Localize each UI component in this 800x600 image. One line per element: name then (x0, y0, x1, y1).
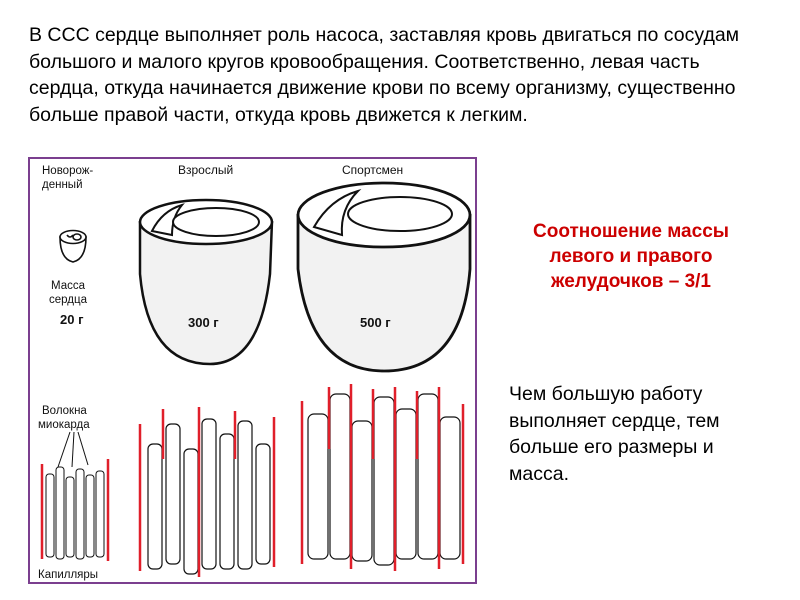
label-adult: Взрослый (178, 163, 233, 177)
label-newborn-1: Новорож- (42, 165, 93, 177)
label-fibers-1: Волокна (42, 405, 87, 417)
label-newborn-2: денный (42, 179, 83, 191)
label-fibers-2: миокарда (38, 419, 90, 431)
label-mass-2: сердца (49, 294, 88, 306)
adult-myocardial-fibers (148, 419, 270, 574)
label-capillaries: Капилляры (38, 569, 98, 581)
label-mass-athlete: 500 г (360, 315, 391, 330)
label-athlete: Спортсмен (342, 163, 403, 177)
label-mass-newborn: 20 г (60, 312, 84, 327)
adult-heart-drawing (140, 200, 272, 364)
intro-paragraph: В ССС сердце выполняет роль насоса, заст… (29, 22, 774, 128)
heart-comparison-figure: Новорож- денный Взрослый Спортсмен Масса… (28, 157, 477, 584)
ventricle-mass-ratio-note: Соотношение массы левого и правого желуд… (500, 219, 762, 294)
athlete-myocardial-fibers (308, 394, 460, 565)
figure-illustration: Новорож- денный Взрослый Спортсмен Масса… (30, 159, 479, 586)
athlete-heart-drawing (298, 183, 470, 371)
heart-work-note: Чем большую работу выполняет сердце, тем… (509, 381, 759, 487)
label-mass-adult: 300 г (188, 315, 219, 330)
newborn-heart-drawing (60, 231, 86, 263)
label-mass-1: Масса (51, 280, 86, 292)
newborn-myocardial-fibers (46, 467, 104, 559)
